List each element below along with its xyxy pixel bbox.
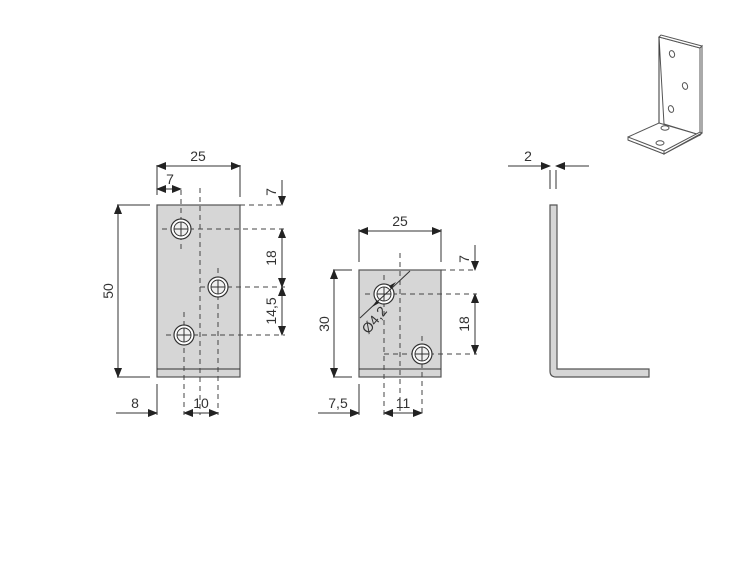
short-top-offset-label: 7 — [456, 255, 472, 263]
tall-spacing-2-label: 14,5 — [263, 297, 279, 324]
tall-spacing-1-label: 18 — [263, 250, 279, 266]
iso-hole-4 — [660, 125, 670, 131]
hole-a — [373, 283, 395, 305]
hole-2 — [207, 276, 229, 298]
iso-hole-2 — [681, 82, 689, 90]
tall-top-offset-label: 7 — [263, 188, 279, 196]
hole-1 — [170, 218, 192, 240]
tall-left-offset-label: 8 — [131, 395, 139, 411]
short-spacing-label: 18 — [456, 316, 472, 332]
iso-hole-1 — [668, 50, 676, 58]
l-profile-shape — [549, 204, 650, 378]
thickness-label: 2 — [524, 148, 532, 164]
hole-3 — [173, 324, 195, 346]
short-width-label: 25 — [392, 213, 408, 229]
tall-height-label: 50 — [100, 283, 116, 299]
tall-width-label: 25 — [190, 148, 206, 164]
diameter-leader — [359, 270, 411, 319]
front-view-tall-plate: 25 7 50 7 18 14,5 8 10 — [100, 148, 286, 417]
side-view-profile: 2 — [508, 148, 650, 378]
hole-b — [411, 343, 433, 365]
short-hole-pitch-x-label: 11 — [396, 395, 411, 411]
iso-hole-3 — [667, 105, 675, 113]
isometric-view — [627, 34, 704, 155]
short-height-label: 30 — [316, 316, 332, 332]
tall-hole-pitch-x-label: 10 — [193, 395, 209, 411]
iso-hole-5 — [655, 140, 665, 146]
front-view-short-plate: Ø4,2 25 30 7 18 7,5 11 — [316, 213, 479, 417]
tall-hole-x-offset-label: 7 — [166, 171, 174, 187]
iso-vertical-face — [658, 36, 701, 136]
short-left-offset-label: 7,5 — [328, 395, 348, 411]
